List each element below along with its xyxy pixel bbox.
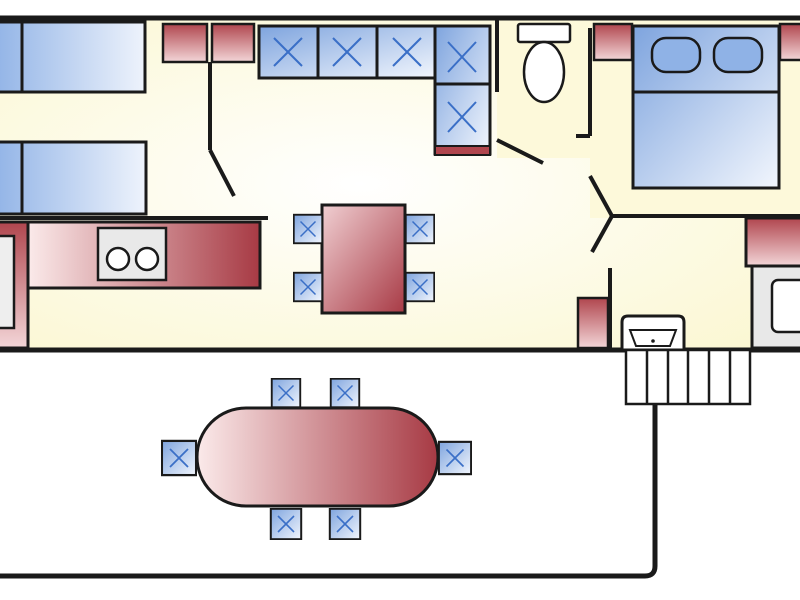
kitchen-counter — [26, 220, 262, 290]
bathroom-sink-unit — [744, 216, 800, 350]
double-bed — [631, 24, 781, 190]
entrance-steps — [624, 348, 752, 406]
partition-wall — [0, 62, 268, 220]
wardrobe — [161, 22, 209, 64]
entrance-sink — [620, 314, 686, 352]
hallway-walls — [588, 175, 800, 348]
dining-table — [320, 203, 407, 315]
single-bed-left — [0, 140, 148, 216]
wardrobe — [210, 22, 256, 64]
wardrobe — [592, 22, 634, 62]
sofa — [257, 24, 492, 156]
toilet — [516, 22, 572, 104]
cabinet — [576, 296, 610, 350]
bathroom-walls — [495, 18, 592, 165]
fridge — [0, 220, 30, 350]
wardrobe — [778, 22, 800, 62]
terrace-table — [195, 406, 440, 508]
terrace-boundary — [0, 404, 658, 579]
single-bed-top-left — [0, 20, 147, 94]
